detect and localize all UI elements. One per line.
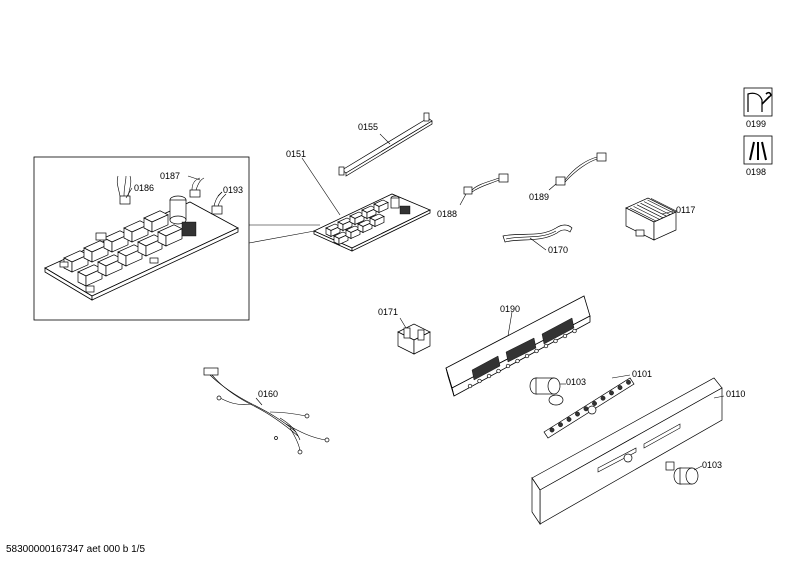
fin	[629, 207, 657, 222]
display-button	[562, 333, 568, 339]
display-button	[505, 363, 511, 369]
relay-3	[123, 220, 149, 243]
strip-button	[592, 401, 597, 406]
strip-button	[549, 427, 555, 433]
tools-icon: 0198	[743, 135, 773, 177]
wiring-harness-0160: 0160	[203, 367, 330, 455]
part-label-0186: 0186	[134, 183, 154, 193]
cable-0188: 0188	[437, 173, 509, 219]
display-button	[477, 378, 482, 384]
strip-button	[626, 379, 631, 385]
strip-button	[558, 422, 563, 428]
footer-doc-id: 58300000167347 aet 000 b 1/5	[6, 544, 146, 555]
heat-sink-0117: 0117	[625, 197, 695, 241]
part-label-0188: 0188	[437, 209, 457, 219]
cable-0189: 0189	[529, 152, 607, 202]
part-label-0110: 0110	[726, 389, 745, 399]
connector-0171: 0171	[378, 307, 431, 355]
control-board-enlarged	[44, 175, 239, 301]
small-relay-0	[325, 223, 341, 238]
knob-0103-upper: 0103	[529, 377, 586, 406]
part-label-0101: 0101	[632, 369, 652, 379]
relay-2	[103, 230, 129, 253]
fin	[636, 204, 664, 219]
strip-button	[617, 385, 623, 390]
part-label-0193: 0193	[223, 185, 243, 195]
fin	[650, 198, 678, 212]
small-relay-8	[369, 213, 385, 228]
strip-button	[575, 411, 580, 417]
relay-0	[63, 250, 89, 273]
small-relay-5	[333, 231, 349, 246]
relay-6	[97, 254, 123, 277]
relay-5	[77, 264, 103, 287]
display-button	[543, 343, 549, 349]
part-label-0170: 0170	[548, 245, 568, 255]
part-label-0160: 0160	[258, 389, 278, 399]
part-label-0187: 0187	[160, 171, 180, 181]
small-relay-4	[373, 199, 389, 214]
small-relay-1	[337, 217, 353, 232]
display-board-0190: 0190	[445, 295, 591, 397]
main-board-0151: 0151	[286, 149, 431, 252]
part-label-0155: 0155	[358, 122, 378, 132]
small-relay-2	[349, 211, 365, 226]
display-button	[496, 368, 501, 374]
relay-4	[143, 210, 169, 233]
detail-inset: 0186 0187 0193	[33, 156, 321, 321]
display-button	[534, 348, 539, 354]
fin	[643, 201, 671, 215]
rail-bracket-0155: 0155	[338, 112, 433, 177]
small-relay-3	[361, 205, 377, 220]
part-label-0103-upper: 0103	[566, 377, 586, 387]
ribbon-cable-0170: 0170	[502, 224, 573, 255]
part-label-0198: 0198	[746, 167, 766, 177]
display-button	[515, 358, 520, 364]
part-label-0103-lower: 0103	[702, 460, 722, 470]
part-label-0151: 0151	[286, 149, 306, 159]
control-panel-0110: 0110	[531, 377, 745, 526]
wrench-manual-icon: 0199	[743, 87, 773, 129]
part-label-0189: 0189	[529, 192, 549, 202]
strip-button	[566, 416, 572, 422]
part-label-0190: 0190	[500, 304, 520, 314]
strip-button	[609, 390, 614, 396]
fin	[633, 206, 660, 220]
knob-0103-lower: 0103	[665, 460, 722, 485]
button-strip-0101: 0101	[543, 369, 652, 439]
strip-button	[600, 395, 606, 401]
relay-7	[117, 244, 143, 267]
small-relay-7	[357, 219, 373, 234]
part-label-0199: 0199	[746, 119, 766, 129]
display-button	[553, 338, 558, 344]
part-label-0171: 0171	[378, 307, 398, 317]
relay-9	[157, 224, 183, 247]
part-label-0117: 0117	[676, 205, 695, 215]
display-button	[572, 328, 577, 334]
display-button	[486, 373, 492, 379]
display-button	[524, 353, 530, 359]
fin	[647, 199, 674, 214]
display-button	[467, 383, 473, 389]
strip-button	[583, 406, 589, 412]
